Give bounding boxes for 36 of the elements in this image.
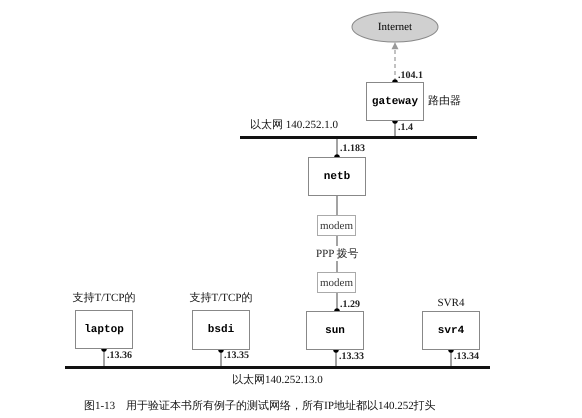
connector-line [394, 121, 396, 136]
ip-address-label: .1.29 [340, 299, 360, 310]
connector-line [336, 293, 338, 311]
host-box: bsdi [192, 310, 250, 350]
host-note: 路由器 [428, 94, 461, 108]
host-note: 支持T/TCP的 [72, 291, 136, 305]
link-label: PPP 拨号 [314, 246, 361, 261]
network-label: 以太网 140.252.1.0 [250, 118, 338, 132]
host-note: 支持T/TCP的 [190, 291, 252, 305]
ip-address-label: .104.1 [398, 70, 423, 81]
arrow [392, 42, 398, 82]
connector-line [103, 349, 105, 366]
host-box: netb [308, 157, 366, 196]
ip-address-label: .13.34 [454, 351, 479, 362]
host-box: laptop [75, 310, 133, 349]
modem-box: modem [317, 272, 356, 293]
ethernet-bus [65, 366, 490, 369]
connector-line [336, 139, 338, 157]
host-box: gateway [366, 82, 424, 121]
connector-line [220, 350, 222, 366]
ip-address-label: .1.183 [340, 143, 365, 154]
host-note: SVR4 [438, 297, 464, 309]
modem-box: modem [317, 215, 356, 236]
figure-caption: 图1-13 用于验证本书所有例子的测试网络，所有IP地址都以140.252打头 [84, 399, 436, 413]
ip-address-label: .13.36 [107, 350, 132, 361]
host-box: svr4 [422, 311, 480, 350]
ip-address-label: .1.4 [398, 122, 413, 133]
ip-address-label: .13.35 [224, 350, 249, 361]
connector-line [450, 350, 452, 366]
connector-line [336, 196, 338, 215]
host-box: sun [306, 311, 364, 350]
ip-address-label: .13.33 [339, 351, 364, 362]
cloud-ellipse: Internet [351, 11, 439, 43]
ethernet-bus [240, 136, 477, 139]
network-label: 以太网140.252.13.0 [232, 373, 323, 387]
connector-line [335, 350, 337, 366]
